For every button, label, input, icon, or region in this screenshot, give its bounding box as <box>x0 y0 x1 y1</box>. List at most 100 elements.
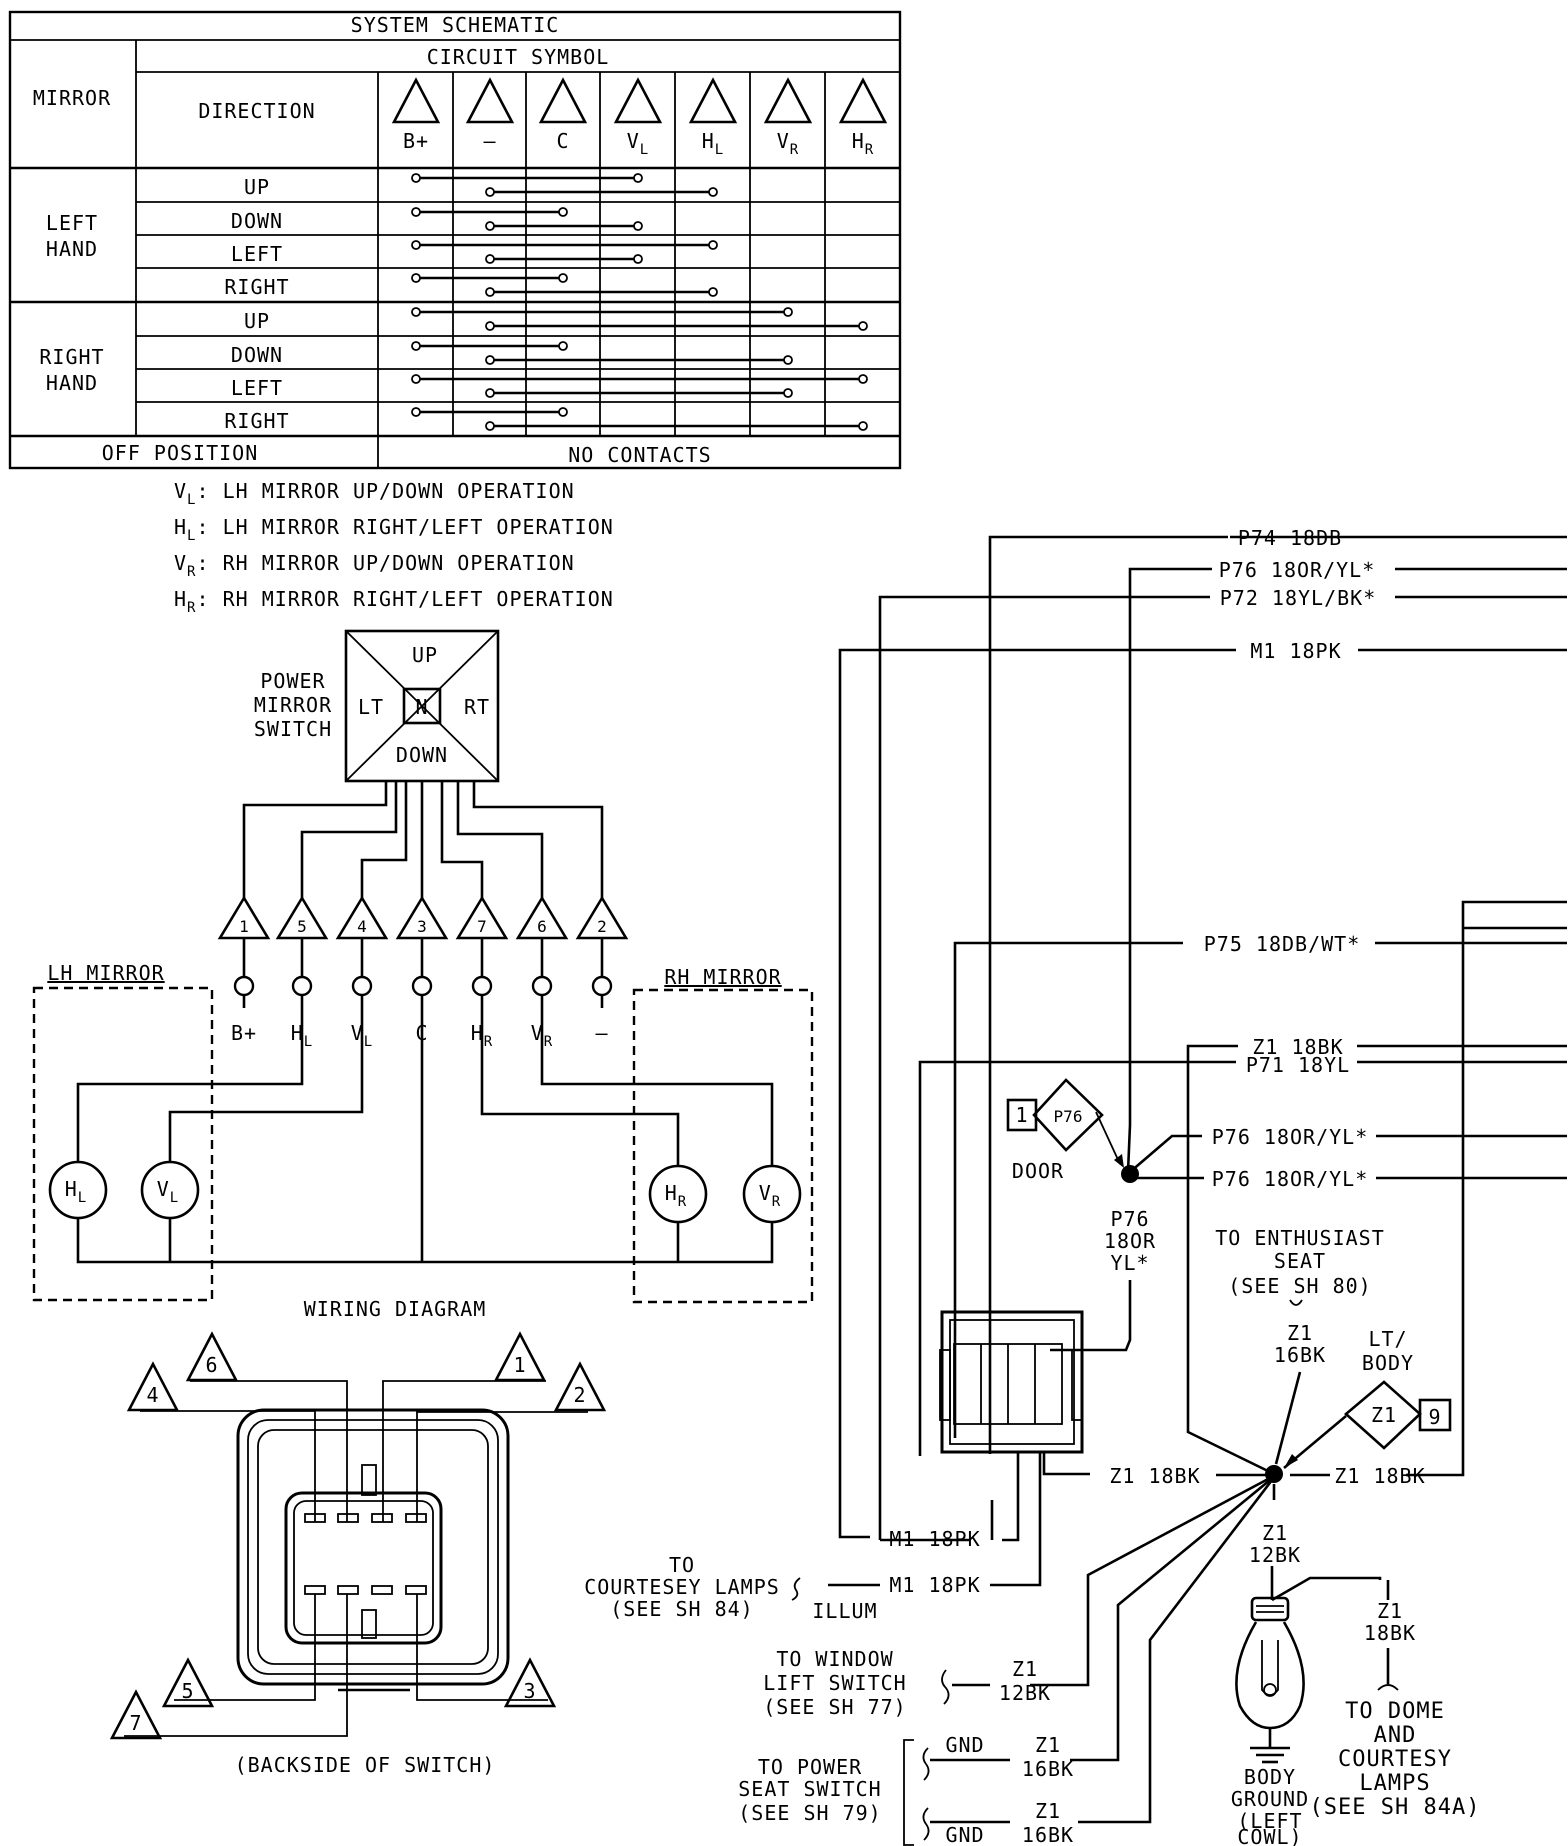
dome-1: TO DOME <box>1345 1699 1445 1724</box>
contact-dot <box>411 240 421 250</box>
switch-label-2: MIRROR <box>254 693 332 717</box>
switch-label-1: POWER <box>260 669 325 693</box>
contact-dot <box>485 187 495 197</box>
contact-dot <box>411 173 421 183</box>
direction-label: DOWN <box>231 343 283 367</box>
p76-vert-2: 18OR <box>1104 1229 1156 1253</box>
direction-label: RIGHT <box>224 409 289 433</box>
system-schematic-table: SYSTEM SCHEMATIC CIRCUIT SYMBOL MIRROR D… <box>8 10 902 470</box>
symbol-triangle <box>763 77 813 124</box>
backside-pin-number: 3 <box>523 1679 536 1703</box>
enthusiast-1: TO ENTHUSIAST <box>1215 1226 1385 1250</box>
switch-rt-label: RT <box>464 695 490 719</box>
gnd-2: GND <box>945 1823 984 1846</box>
contact-dot <box>783 355 793 365</box>
symbol-triangle <box>688 77 738 124</box>
backside-pin-number: 7 <box>129 1711 142 1735</box>
enthusiast-3: (SEE SH 80) <box>1228 1274 1371 1298</box>
legend-entry: HL: LH MIRROR RIGHT/LEFT OPERATION <box>174 515 614 544</box>
terminal-post <box>291 975 313 997</box>
pin-number: 2 <box>597 917 607 936</box>
symbol-triangle <box>838 77 888 124</box>
power-seat-1: TO POWER <box>758 1755 862 1779</box>
z1-16bk-b-1: Z1 <box>1035 1799 1061 1823</box>
contact-dot <box>558 207 568 217</box>
lh-mirror-label: LH MIRROR <box>47 961 164 985</box>
rh-mirror-label: RH MIRROR <box>664 965 781 989</box>
motor-label: VL <box>157 1177 179 1206</box>
contact-dot <box>558 407 568 417</box>
courtesy-3: (SEE SH 84) <box>610 1597 753 1621</box>
z1-12bk-b-1: Z1 <box>1012 1657 1038 1681</box>
contact-dot <box>485 355 495 365</box>
contact-dot <box>633 221 643 231</box>
body-ground-2: GROUND <box>1231 1787 1309 1811</box>
contact-dot <box>783 388 793 398</box>
dome-4: LAMPS <box>1359 1771 1430 1796</box>
symbol-triangle <box>613 77 663 124</box>
motor-circle <box>48 1160 108 1220</box>
z1-18bk-v-1: Z1 <box>1377 1599 1403 1623</box>
wire-p76-b: P76 18OR/YL* <box>1212 1167 1369 1191</box>
switch-up-label: UP <box>412 643 438 667</box>
courtesy-1: TO <box>669 1553 695 1577</box>
lt-body-1: LT/ <box>1368 1327 1407 1351</box>
z1-16bk-b-2: 16BK <box>1022 1823 1074 1846</box>
mirror-header: MIRROR <box>33 86 111 110</box>
gnd-1: GND <box>945 1733 984 1757</box>
p76-vert-1: P76 <box>1110 1207 1149 1231</box>
backside-pin-triangle <box>553 1361 607 1412</box>
terminal-post <box>591 975 613 997</box>
window-1: TO WINDOW <box>776 1647 893 1671</box>
motor-label: HL <box>65 1177 87 1206</box>
backside-pin-triangle <box>493 1331 547 1382</box>
contact-dot <box>708 240 718 250</box>
z1-16bk-enth-1: Z1 <box>1287 1321 1313 1345</box>
contact-dot <box>858 321 868 331</box>
terminal-post <box>233 975 255 997</box>
z1-12bk-a-2: 12BK <box>1249 1543 1301 1567</box>
courtesy-2: COURTESEY LAMPS <box>584 1575 780 1599</box>
wire-p75: P75 18DB/WT* <box>1204 932 1361 956</box>
terminal-post <box>471 975 493 997</box>
motor-label: VR <box>759 1181 781 1210</box>
window-2: LIFT SWITCH <box>763 1671 906 1695</box>
dome-3: COURTESY <box>1338 1747 1452 1772</box>
backside-caption: (BACKSIDE OF SWITCH) <box>235 1753 496 1777</box>
backside-pin-triangle <box>161 1657 215 1708</box>
door-connector <box>939 1310 1084 1454</box>
switch-label-3: SWITCH <box>254 717 332 741</box>
wiring-diagram-caption: WIRING DIAGRAM <box>304 1297 487 1321</box>
contact-dot <box>411 273 421 283</box>
backside-terminal-slots <box>304 1513 427 1595</box>
terminal-label: VL <box>351 1021 373 1050</box>
direction-label: LEFT <box>231 242 283 266</box>
pin-number: 5 <box>297 917 307 936</box>
lh-mirror-box <box>32 986 214 1302</box>
contact-dot <box>411 307 421 317</box>
backside-pin-number: 2 <box>573 1383 586 1407</box>
terminal-post <box>531 975 553 997</box>
m1-18pk-b: M1 18PK <box>889 1573 980 1597</box>
contact-dot <box>411 207 421 217</box>
p76-vert-3: YL* <box>1110 1251 1149 1275</box>
contact-lines <box>411 173 868 431</box>
left-hand-label-2: HAND <box>46 237 98 261</box>
connector-1-box <box>1006 1098 1038 1132</box>
pin-number: 3 <box>417 917 427 936</box>
right-hand-label-1: RIGHT <box>39 345 104 369</box>
power-seat-2: SEAT SWITCH <box>738 1777 881 1801</box>
pin-number: 7 <box>477 917 487 936</box>
contact-dot <box>783 307 793 317</box>
contact-dot <box>708 187 718 197</box>
z1-16bk-a-1: Z1 <box>1035 1733 1061 1757</box>
dome-2: AND <box>1374 1723 1417 1748</box>
z1-16bk-enth-2: 16BK <box>1274 1343 1326 1367</box>
z1-18bk-right: Z1 18BK <box>1334 1464 1425 1488</box>
contact-dot <box>411 341 421 351</box>
